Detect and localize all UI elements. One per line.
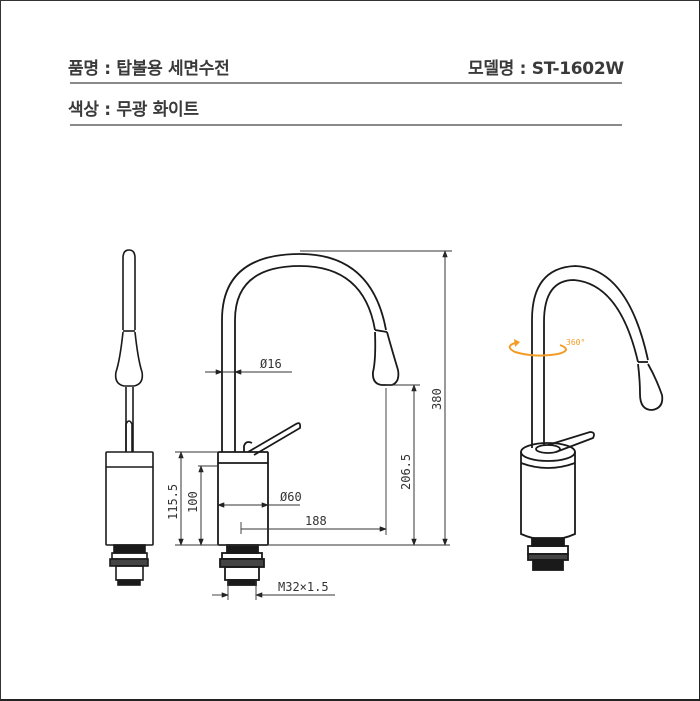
rotation-label: 360° bbox=[566, 338, 585, 347]
front-view-faucet bbox=[217, 253, 400, 586]
dim-body-diameter: Ø60 bbox=[280, 490, 302, 504]
header-divider-2 bbox=[70, 124, 622, 126]
model-name-label: 모델명 : ST-1602W bbox=[468, 59, 624, 79]
perspective-view-faucet bbox=[520, 265, 664, 571]
dim-body-height-total: 115.5 bbox=[166, 484, 180, 520]
dim-spout-diameter: Ø16 bbox=[260, 357, 282, 371]
dim-spout-reach: 188 bbox=[305, 514, 327, 528]
dim-thread: M32×1.5 bbox=[278, 580, 329, 594]
dim-body-height: 100 bbox=[186, 491, 200, 513]
side-view-faucet bbox=[105, 249, 154, 586]
dim-outlet-height: 206.5 bbox=[399, 454, 413, 490]
product-name-label: 품명 : 탑볼용 세면수전 bbox=[68, 59, 230, 79]
rotation-indicator: 360° bbox=[508, 338, 585, 357]
dimension-lines bbox=[175, 250, 452, 600]
color-label: 색상 : 무광 화이트 bbox=[68, 100, 199, 120]
dim-total-height: 380 bbox=[430, 388, 444, 410]
rotation-arrow-icon bbox=[508, 341, 567, 357]
header-divider-1 bbox=[70, 82, 622, 84]
